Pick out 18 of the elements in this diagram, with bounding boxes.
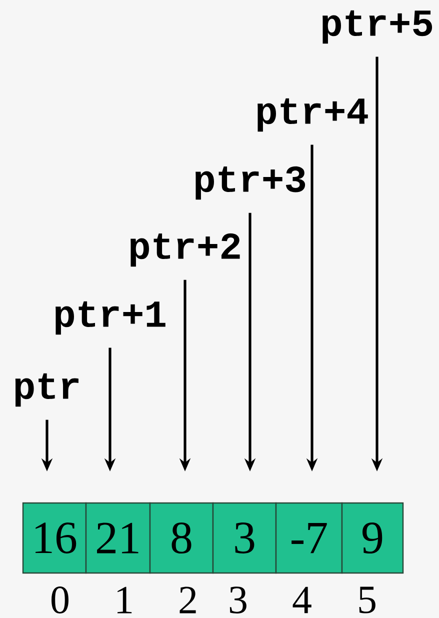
array-cell: 21 [85, 502, 151, 574]
array-cell: 16 [22, 502, 87, 574]
pointer-label: ptr+2 [130, 233, 240, 267]
array-cell: 8 [149, 502, 214, 574]
pointer-label: ptr+3 [196, 166, 306, 200]
index-label: 5 [359, 586, 376, 614]
array-cell: -7 [275, 502, 343, 574]
pointer-label: ptr+4 [258, 98, 368, 132]
index-label: 4 [292, 586, 312, 614]
pointer-label: ptr+1 [56, 301, 166, 335]
index-label: 0 [52, 586, 68, 614]
index-label: 3 [230, 586, 246, 614]
array-cell: 3 [212, 502, 277, 574]
pointer-label: ptr [15, 373, 78, 407]
index-label: 1 [118, 586, 132, 614]
index-label: 2 [180, 586, 196, 614]
array-cell: 9 [341, 502, 404, 574]
pointer-label: ptr+5 [322, 10, 432, 44]
